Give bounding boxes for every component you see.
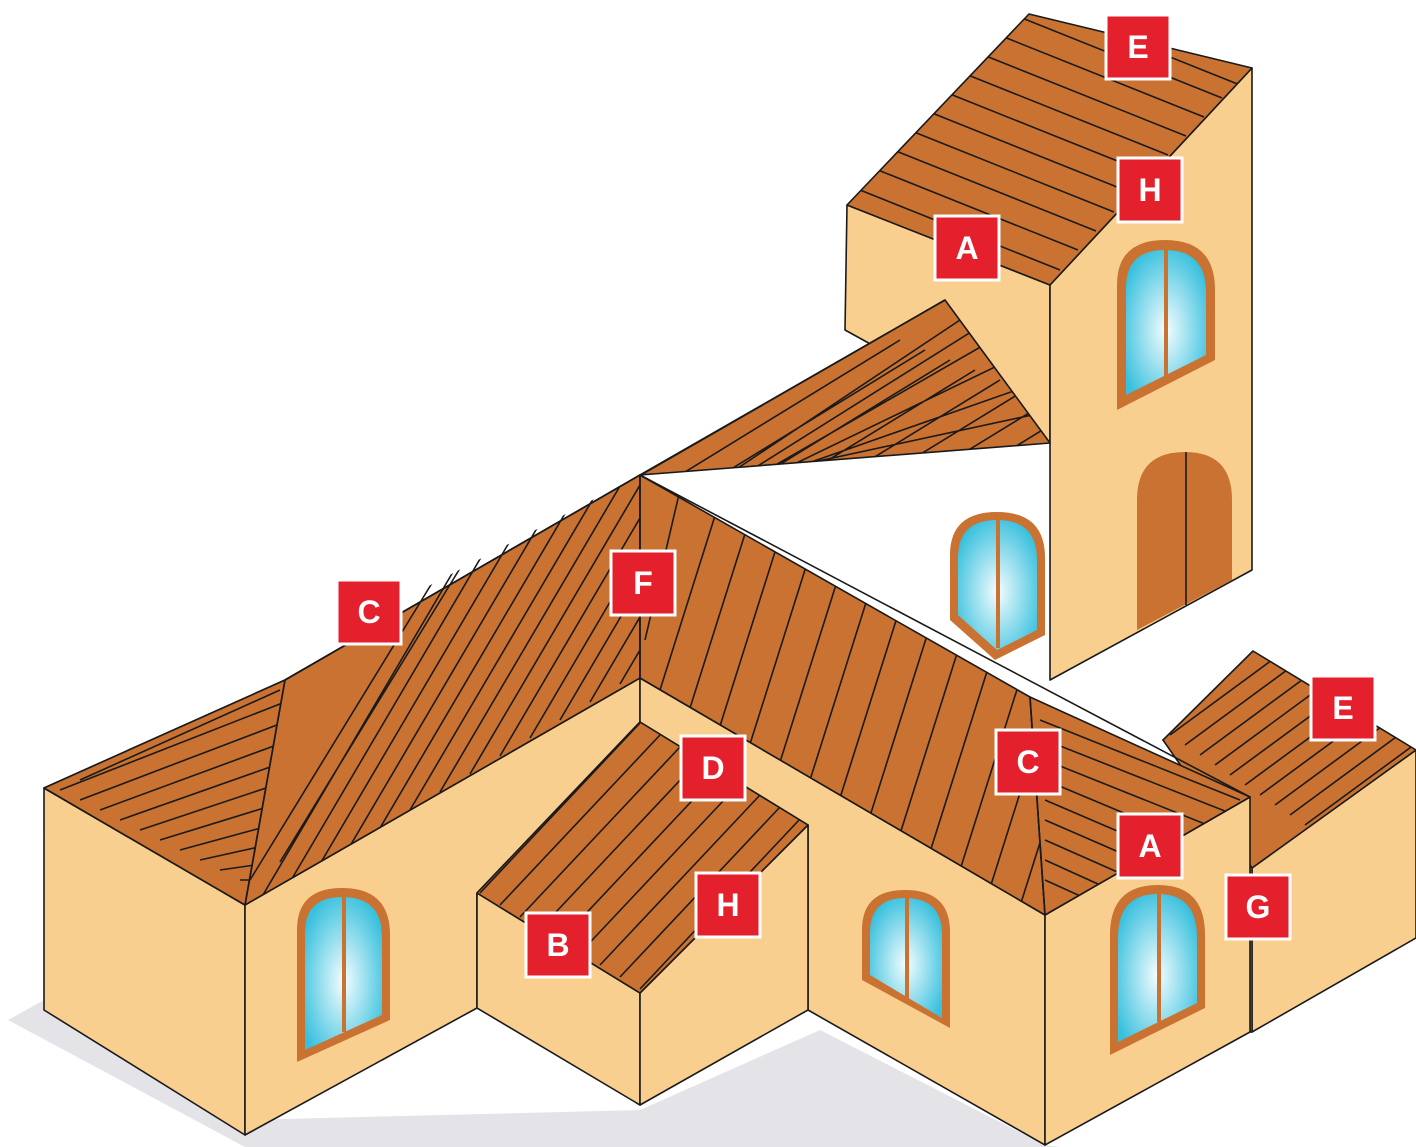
svg-text:B: B (546, 927, 569, 963)
label-b-dormer: B (524, 911, 592, 979)
main-roof (43, 299, 1251, 916)
svg-text:E: E (1127, 29, 1148, 65)
wing-window (862, 890, 950, 1028)
svg-text:C: C (357, 594, 380, 630)
label-h-dormer: H (694, 871, 762, 939)
label-c-right: C (994, 728, 1062, 796)
svg-text:A: A (955, 230, 978, 266)
svg-text:E: E (1332, 690, 1353, 726)
label-h-tower: H (1116, 156, 1184, 224)
label-a-right: A (1116, 812, 1184, 880)
ground-shadow (8, 1000, 1060, 1147)
label-d-dormer: D (679, 734, 747, 802)
label-e-right: E (1309, 674, 1377, 742)
svg-text:F: F (633, 565, 653, 601)
svg-text:H: H (1138, 172, 1161, 208)
tower-upper-window (1117, 240, 1215, 410)
label-c-left: C (335, 578, 403, 646)
label-f-center: F (609, 549, 677, 617)
tower-door (1137, 452, 1232, 630)
svg-text:C: C (1016, 744, 1039, 780)
svg-text:D: D (701, 750, 724, 786)
svg-text:G: G (1246, 889, 1271, 925)
svg-text:A: A (1138, 828, 1161, 864)
tower-lower-window (950, 512, 1045, 660)
svg-text:H: H (716, 887, 739, 923)
label-e-tower: E (1104, 13, 1172, 81)
end-window (1110, 885, 1205, 1055)
label-a-tower: A (933, 214, 1001, 282)
left-window (297, 888, 390, 1062)
label-g-right: G (1224, 873, 1292, 941)
